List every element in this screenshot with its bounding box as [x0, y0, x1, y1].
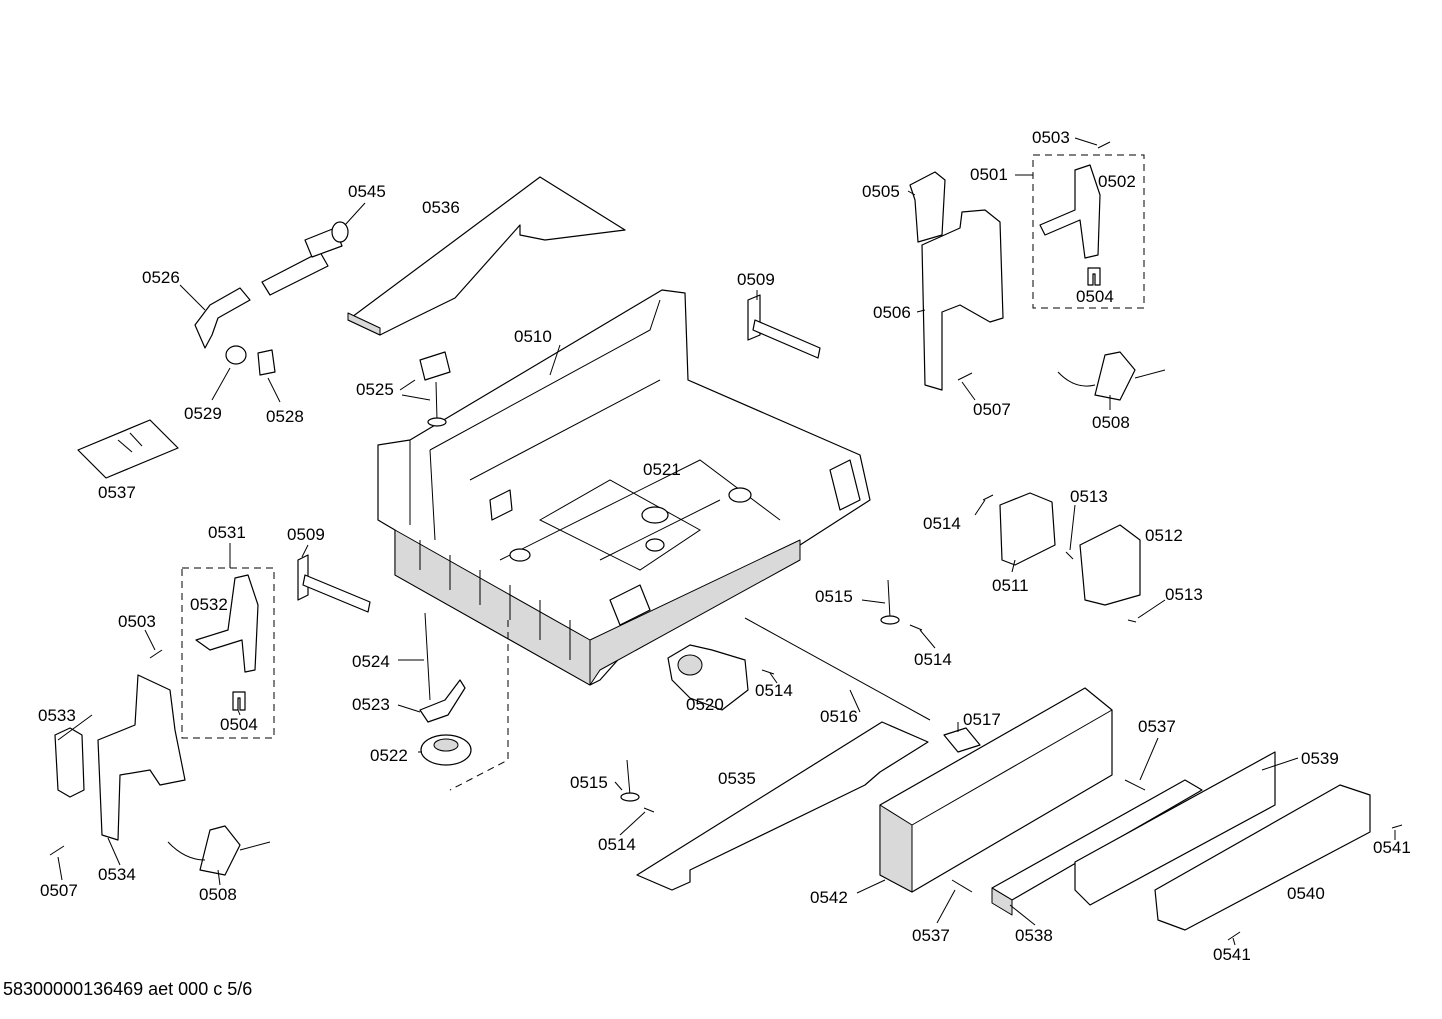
cover-0533 [54, 727, 85, 798]
label-0541: 0541 [1373, 838, 1411, 857]
label-0507: 0507 [40, 881, 78, 900]
label-0545: 0545 [348, 182, 386, 201]
hinge-box-0501 [1032, 154, 1145, 309]
screw-0507-upper [957, 372, 973, 381]
strip-0538 [991, 779, 1203, 916]
panel-0540 [1154, 784, 1371, 931]
spring-0509-lower [297, 554, 371, 613]
label-0517: 0517 [963, 710, 1001, 729]
foot-0515-lower [620, 759, 655, 813]
dashed-guide [449, 620, 509, 791]
label-0503: 0503 [1032, 128, 1070, 147]
label-0523: 0523 [352, 695, 390, 714]
label-0513: 0513 [1070, 487, 1108, 506]
label-0505: 0505 [862, 182, 900, 201]
label-0522: 0522 [370, 746, 408, 765]
label-0538: 0538 [1015, 926, 1053, 945]
panel-0542 [879, 687, 1113, 893]
label-0521: 0521 [643, 460, 681, 479]
screw-0503-left [149, 649, 163, 659]
label-0515: 0515 [815, 587, 853, 606]
label-0528: 0528 [266, 407, 304, 426]
rod-0516 [744, 617, 931, 721]
label-0513: 0513 [1165, 585, 1203, 604]
clip-0528 [257, 349, 276, 376]
float-rod-0524 [419, 612, 472, 766]
label-0524: 0524 [352, 652, 390, 671]
label-0529: 0529 [184, 404, 222, 423]
label-0537: 0537 [1138, 717, 1176, 736]
label-0507: 0507 [973, 400, 1011, 419]
screw-0503-top [1097, 141, 1111, 149]
label-0525: 0525 [356, 380, 394, 399]
foot-0525 [419, 351, 451, 427]
label-0504: 0504 [220, 715, 258, 734]
label-0520: 0520 [686, 695, 724, 714]
label-0503: 0503 [118, 612, 156, 631]
label-0508: 0508 [1092, 413, 1130, 432]
label-0531: 0531 [208, 523, 246, 542]
cover-0505 [909, 171, 946, 243]
screw-0507-lower [49, 845, 65, 856]
label-0540: 0540 [1287, 884, 1325, 903]
bracket-0511 [999, 492, 1056, 566]
label-0534: 0534 [98, 865, 136, 884]
spring-0509-upper [747, 294, 821, 359]
label-0541: 0541 [1213, 945, 1251, 964]
hose-clamp-0529 [225, 345, 247, 365]
hinge-0508-upper [1057, 351, 1166, 401]
label-0515: 0515 [570, 773, 608, 792]
label-0506: 0506 [873, 303, 911, 322]
base-plate-0536 [347, 176, 626, 336]
label-0536: 0536 [422, 198, 460, 217]
label-0537: 0537 [98, 483, 136, 502]
bracket-0534 [97, 674, 186, 841]
label-0526: 0526 [142, 268, 180, 287]
foot-0515-upper [880, 579, 923, 631]
label-0504: 0504 [1076, 287, 1114, 306]
leader-lines [57, 137, 1396, 946]
label-0542: 0542 [810, 888, 848, 907]
part-labels: 0503 0501 0502 0505 0504 0506 0507 0508 … [38, 128, 1411, 964]
label-0514: 0514 [923, 514, 961, 533]
hinge-box-0531 [181, 567, 275, 739]
accessory-bag-0537 [77, 419, 179, 479]
screws-0537-0541 [951, 779, 1403, 941]
label-0514: 0514 [755, 681, 793, 700]
label-0514: 0514 [914, 650, 952, 669]
label-0512: 0512 [1145, 526, 1183, 545]
label-0510: 0510 [514, 327, 552, 346]
label-0514: 0514 [598, 835, 636, 854]
plug-0517 [943, 727, 981, 753]
cover-0512 [1079, 524, 1141, 606]
bracket-0506 [921, 209, 1004, 391]
label-0539: 0539 [1301, 749, 1339, 768]
label-0535: 0535 [718, 769, 756, 788]
screw-0514-center [761, 669, 775, 675]
label-0532: 0532 [190, 595, 228, 614]
base-tub-part [377, 289, 871, 686]
drain-hose-0526 [194, 221, 349, 349]
screws-0513-0514 [982, 494, 1137, 623]
label-0508: 0508 [199, 885, 237, 904]
hinge-0508-lower [167, 825, 271, 876]
label-0516: 0516 [820, 707, 858, 726]
label-0533: 0533 [38, 706, 76, 725]
label-0509: 0509 [737, 270, 775, 289]
label-0501: 0501 [970, 165, 1008, 184]
drawing-id-text: 58300000136469 aet 000 c 5/6 [3, 979, 253, 999]
valve-0520 [667, 644, 749, 711]
label-0511: 0511 [992, 576, 1029, 595]
label-0509: 0509 [287, 525, 325, 544]
label-0537: 0537 [912, 926, 950, 945]
base-plate-0535 [636, 721, 929, 891]
label-0502: 0502 [1098, 172, 1136, 191]
panel-0539 [1074, 751, 1276, 906]
